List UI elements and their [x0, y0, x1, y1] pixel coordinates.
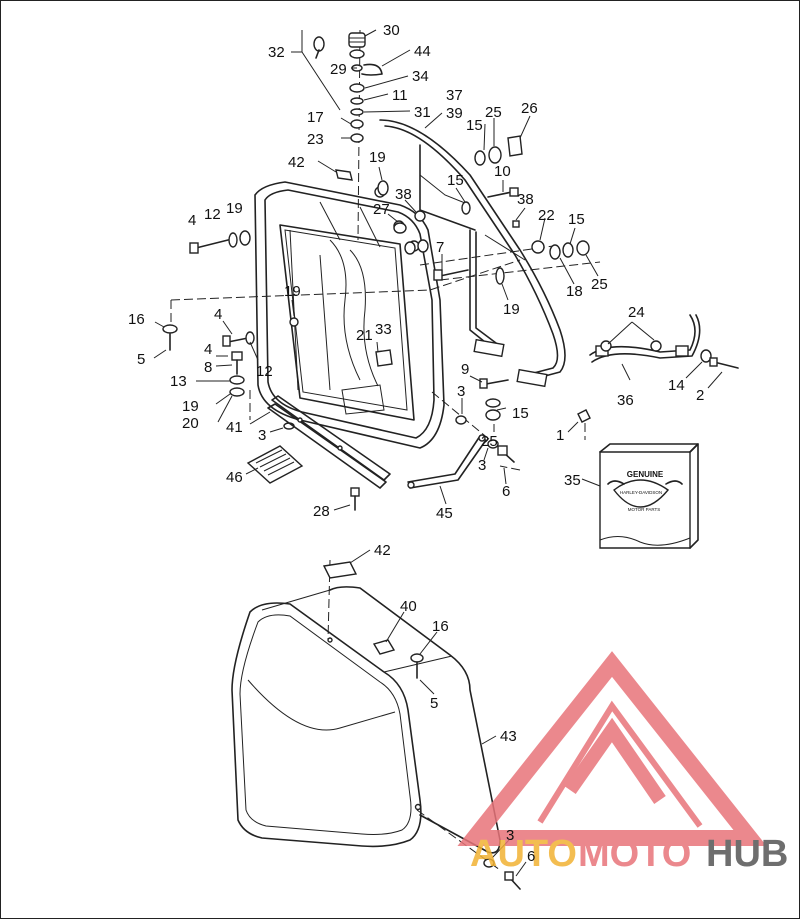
callout-14: 14 — [668, 377, 685, 394]
callout-38-right: 38 — [517, 191, 534, 208]
mounting-strip — [267, 395, 391, 489]
callout-3-strap: 3 — [478, 457, 486, 474]
callout-32: 32 — [268, 44, 285, 61]
callout-45: 45 — [436, 505, 453, 522]
callout-9: 9 — [461, 361, 469, 378]
callout-19-rail: 19 — [503, 301, 520, 318]
callout-4-low: 4 — [204, 341, 212, 358]
callout-6-strap: 6 — [502, 483, 510, 500]
callout-3-left: 3 — [258, 427, 266, 444]
callout-15-top: 15 — [466, 117, 483, 134]
watermark-word-hub: HUB — [706, 833, 788, 875]
callout-24: 24 — [628, 304, 645, 321]
watermark-word-moto: MOTO — [578, 833, 691, 875]
kit-box: GENUINE HARLEY-DAVIDSON MOTOR PARTS — [599, 443, 699, 549]
callout-1: 1 — [556, 427, 564, 444]
kit-box-brand: GENUINE — [627, 470, 664, 479]
callout-33: 33 — [375, 321, 392, 338]
callout-25-right: 25 — [591, 276, 608, 293]
callout-2: 2 — [696, 387, 704, 404]
callout-19-inner: 19 — [284, 283, 301, 300]
latch-strap — [407, 434, 487, 489]
callout-labels: 30 32 29 44 34 11 37 39 17 31 25 26 15 2… — [128, 22, 704, 865]
callout-16-left: 16 — [128, 311, 145, 328]
lower-rail — [589, 314, 701, 363]
callout-23: 23 — [307, 131, 324, 148]
callout-3-lid: 3 — [506, 827, 514, 844]
callout-43: 43 — [500, 728, 517, 745]
callout-30: 30 — [383, 22, 400, 39]
callout-29: 29 — [330, 61, 347, 78]
callout-13: 13 — [170, 373, 187, 390]
callout-39: 39 — [446, 105, 463, 122]
callout-5-lid: 5 — [430, 695, 438, 712]
callout-27: 27 — [373, 201, 390, 218]
callout-38-left: 38 — [395, 186, 412, 203]
support-rail — [379, 119, 566, 388]
callout-7: 7 — [436, 239, 444, 256]
callout-41: 41 — [226, 419, 243, 436]
callout-34: 34 — [412, 68, 429, 85]
kit-box-maker: HARLEY-DAVIDSON — [620, 490, 662, 495]
warning-label — [246, 445, 304, 484]
callout-31: 31 — [414, 104, 431, 121]
callout-21: 21 — [356, 327, 373, 344]
callout-12-left: 12 — [204, 206, 221, 223]
callout-46: 46 — [226, 469, 243, 486]
callout-19-top: 19 — [369, 149, 386, 166]
callout-36: 36 — [617, 392, 634, 409]
callout-4-left: 4 — [188, 212, 196, 229]
callout-16-lid: 16 — [432, 618, 449, 635]
callout-35: 35 — [564, 472, 581, 489]
leader-lines — [153, 29, 723, 877]
callout-17: 17 — [307, 109, 324, 126]
callout-4-mid: 4 — [214, 306, 222, 323]
watermark-word-auto: AUTO — [470, 833, 577, 875]
callout-25-top: 25 — [485, 104, 502, 121]
callout-19-low: 19 — [182, 398, 199, 415]
callout-12-low: 12 — [256, 363, 273, 380]
kit-box-sub: MOTOR PARTS — [628, 507, 661, 512]
callout-44: 44 — [414, 43, 431, 60]
callout-3-center: 3 — [457, 383, 465, 400]
callout-20: 20 — [182, 415, 199, 432]
saddlebag-body — [254, 181, 445, 449]
callout-42-lid: 42 — [374, 542, 391, 559]
watermark-logo: AUTO MOTO HUB — [457, 651, 788, 875]
callout-15-low: 15 — [512, 405, 529, 422]
callout-8: 8 — [204, 359, 212, 376]
callout-15-right: 15 — [568, 211, 585, 228]
callout-6-lid: 6 — [527, 848, 535, 865]
callout-22: 22 — [538, 207, 555, 224]
callout-26: 26 — [521, 100, 538, 117]
callout-19-left: 19 — [226, 200, 243, 217]
callout-11: 11 — [392, 87, 408, 104]
callout-28: 28 — [313, 503, 330, 520]
callout-15-mid: 15 — [447, 172, 464, 189]
saddlebag-lid — [231, 561, 521, 890]
callout-40: 40 — [400, 598, 417, 615]
callout-10: 10 — [494, 163, 511, 180]
callout-25-low: 25 — [481, 433, 498, 450]
callout-37: 37 — [446, 87, 463, 104]
fasteners — [162, 32, 739, 511]
callout-5-left: 5 — [137, 351, 145, 368]
callout-18: 18 — [566, 283, 583, 300]
callout-42-top: 42 — [288, 154, 305, 171]
